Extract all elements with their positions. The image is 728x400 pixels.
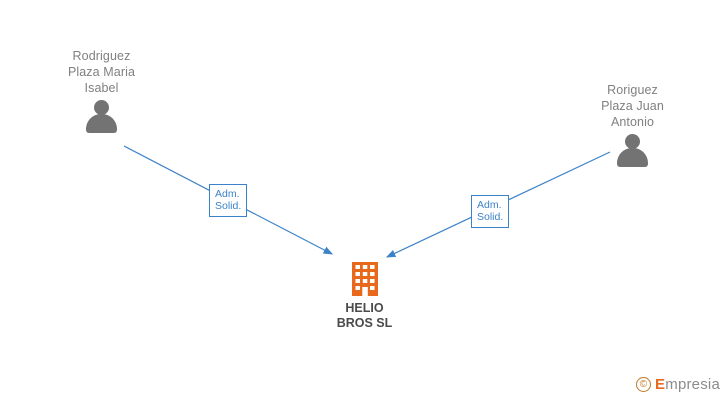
brand-name: mpresia [665,376,720,393]
building-icon [351,262,378,296]
node-person-left-label: Rodriguez Plaza Maria Isabel [67,49,136,95]
edge-label-left[interactable]: Adm. Solid. [209,184,248,217]
node-person-right[interactable]: Roriguez Plaza Juan Antonio [565,82,700,168]
node-person-right-label: Roriguez Plaza Juan Antonio [601,83,664,129]
copyright-icon: © [636,377,652,392]
edge-label-right[interactable]: Adm. Solid. [471,195,510,228]
node-company-center[interactable]: HELIO BROS SL [292,262,437,331]
person-icon [610,134,656,168]
brand-initial: E [655,376,666,393]
node-person-left[interactable]: Rodriguez Plaza Maria Isabel [34,48,169,134]
watermark: © E mpresia [636,376,720,393]
person-icon [79,100,125,134]
node-company-center-label: HELIO BROS SL [336,301,393,330]
